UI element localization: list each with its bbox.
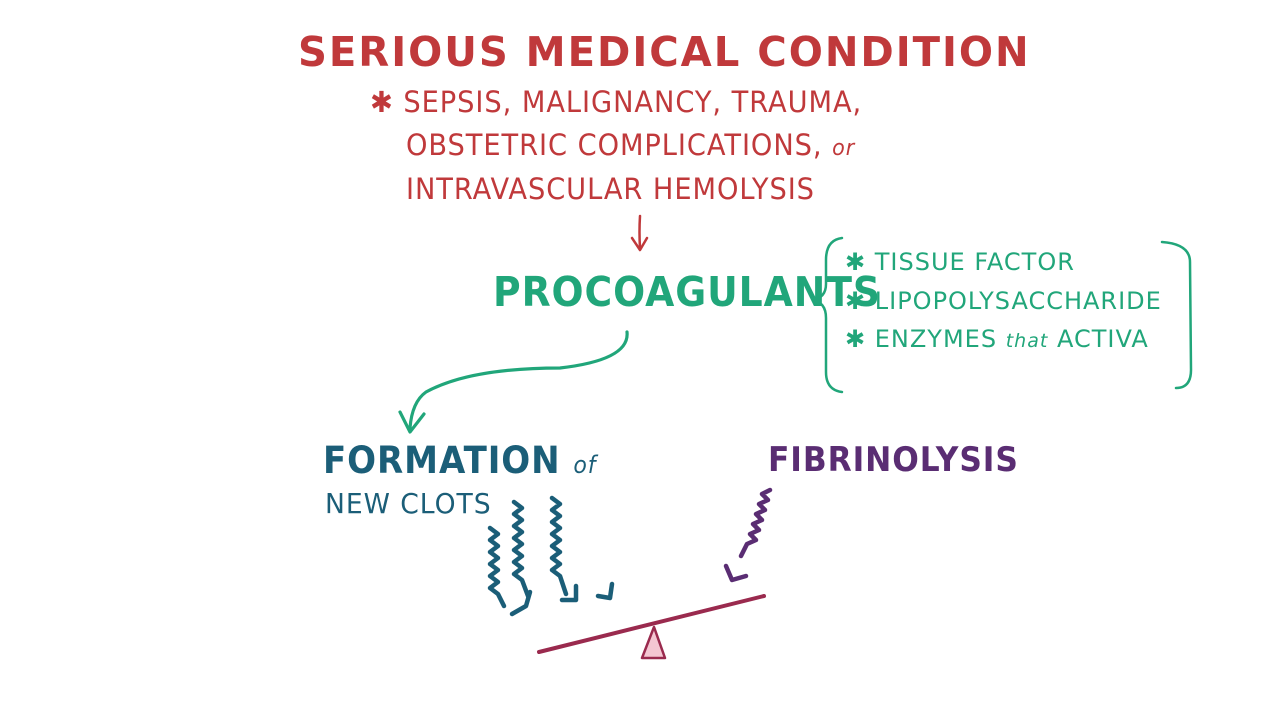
procoagulant-item-lps: ✱ Lipopolysaccharide: [845, 289, 1162, 313]
item-text: Enzymes: [874, 325, 998, 353]
fibrinolysis-arrow: [723, 487, 773, 583]
procoagulant-item-tissue-factor: ✱ Tissue factor: [845, 250, 1075, 274]
item-text: Lipopolysaccharide: [874, 287, 1162, 315]
cause-line-1-text: Sepsis, malignancy, trauma,: [403, 85, 863, 119]
procoagulants-label: Procoagulants: [493, 268, 881, 316]
cause-line-2-text: Obstetric complications,: [406, 128, 823, 162]
cause-or-word: or: [832, 136, 856, 161]
fulcrum: [640, 625, 667, 660]
item-text-end: activa: [1056, 325, 1149, 353]
fibrinolysis-label: Fibrinolysis: [768, 440, 1019, 480]
item-bullet: ✱: [845, 325, 867, 353]
condition-title: Serious medical condition: [298, 28, 1031, 76]
formation-label: Formation of: [323, 442, 596, 479]
cause-bullet: ✱: [370, 85, 394, 119]
formation-of: of: [573, 451, 597, 479]
clot-arrows: [487, 495, 615, 617]
new-clots-label: new clots: [325, 487, 492, 520]
item-bullet: ✱: [845, 248, 867, 276]
procoagulants-bracket-right: [1160, 240, 1193, 390]
balance-seesaw: [537, 594, 766, 660]
cause-line-1: ✱ Sepsis, malignancy, trauma,: [370, 88, 862, 117]
procoagulant-item-enzymes: ✱ Enzymes that activa: [845, 327, 1149, 351]
procoagulants-brace-left: [811, 236, 844, 394]
cause-line-2: Obstetric complications, or: [406, 131, 855, 160]
cause-line-3: Intravascular hemolysis: [406, 172, 815, 206]
item-text-that: that: [1005, 330, 1049, 352]
procoagulants-arrow: [398, 330, 629, 434]
formation-main: Formation: [323, 439, 561, 482]
cause-arrow: [630, 214, 649, 252]
item-text: Tissue factor: [874, 248, 1075, 276]
item-bullet: ✱: [845, 287, 867, 315]
